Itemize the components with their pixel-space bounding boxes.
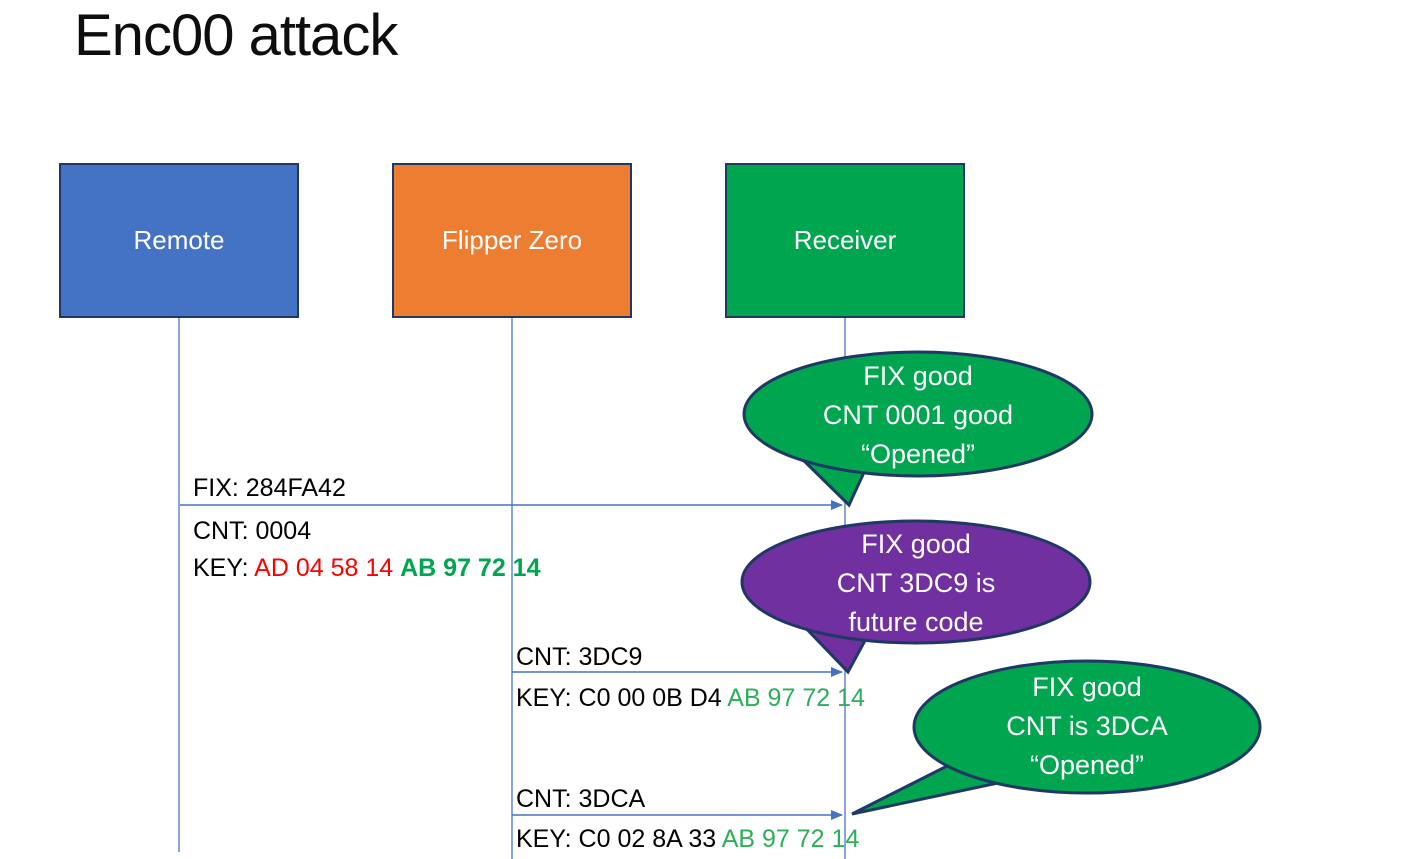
callout-2-line-3: future code — [848, 607, 984, 637]
message-2-key-black-bytes: C0 00 0B D4 — [578, 684, 728, 712]
message-1-key-line: KEY: AD 04 58 14 AB 97 72 14 — [193, 550, 540, 587]
message-1-key-red-bytes: AD 04 58 14 — [254, 554, 401, 582]
message-2-key-prefix: KEY: — [516, 684, 579, 712]
callout-2-line-1: FIX good — [861, 529, 971, 559]
callout-ellipse-1 — [742, 350, 1094, 478]
actor-label-receiver: Receiver — [793, 225, 897, 255]
callout-2-text: FIX good CNT 3DC9 is future code — [716, 525, 1116, 642]
callout-1-line-1: FIX good — [863, 361, 973, 391]
message-3-key-prefix: KEY: — [516, 825, 579, 853]
message-3-cnt-label: CNT: 3DCA — [516, 785, 646, 813]
callout-1-text: FIX good CNT 0001 good “Opened” — [718, 357, 1118, 474]
callout-1-line-2: CNT 0001 good — [822, 400, 1014, 430]
callout-ellipse-3 — [912, 659, 1262, 795]
callout-bubble-1 — [742, 350, 1094, 508]
actor-label-flipper-zero: Flipper Zero — [441, 225, 583, 255]
message-2-key-green-bytes: AB 97 72 14 — [727, 684, 865, 712]
message-1-cnt-label: CNT: 0004 — [193, 517, 312, 545]
callout-1-line-3: “Opened” — [860, 439, 976, 469]
callout-3-line-2: CNT is 3DCA — [1006, 711, 1168, 741]
message-3-key-black-bytes: C0 02 8A 33 — [578, 825, 722, 853]
callout-3-text: FIX good CNT is 3DCA “Opened” — [887, 668, 1287, 785]
callout-bubble-2 — [740, 519, 1092, 675]
message-1-fix-label: FIX: 284FA42 — [193, 474, 346, 502]
message-1-key-prefix: KEY: — [193, 554, 255, 582]
message-1-key-green-bytes: AB 97 72 14 — [400, 554, 541, 582]
callout-3-line-3: “Opened” — [1029, 750, 1145, 780]
callout-bubble-3 — [851, 659, 1262, 816]
actor-box-receiver: Receiver — [725, 163, 965, 318]
message-2-cnt-label: CNT: 3DC9 — [516, 643, 643, 671]
message-2-key-line: KEY: C0 00 0B D4 AB 97 72 14 — [516, 680, 865, 717]
message-3-key-line: KEY: C0 02 8A 33 AB 97 72 14 — [516, 821, 859, 858]
actor-box-flipper-zero: Flipper Zero — [392, 163, 632, 318]
actor-label-remote: Remote — [133, 225, 225, 255]
callout-3-line-1: FIX good — [1032, 672, 1142, 702]
callout-ellipse-2 — [740, 519, 1092, 645]
slide-title: Enc00 attack — [74, 3, 398, 68]
message-1-detail: CNT: 0004 KEY: AD 04 58 14 AB 97 72 14 — [193, 513, 540, 587]
message-3-key-green-bytes: AB 97 72 14 — [721, 825, 860, 853]
callout-2-line-2: CNT 3DC9 is — [836, 568, 996, 598]
actor-box-remote: Remote — [59, 163, 299, 318]
